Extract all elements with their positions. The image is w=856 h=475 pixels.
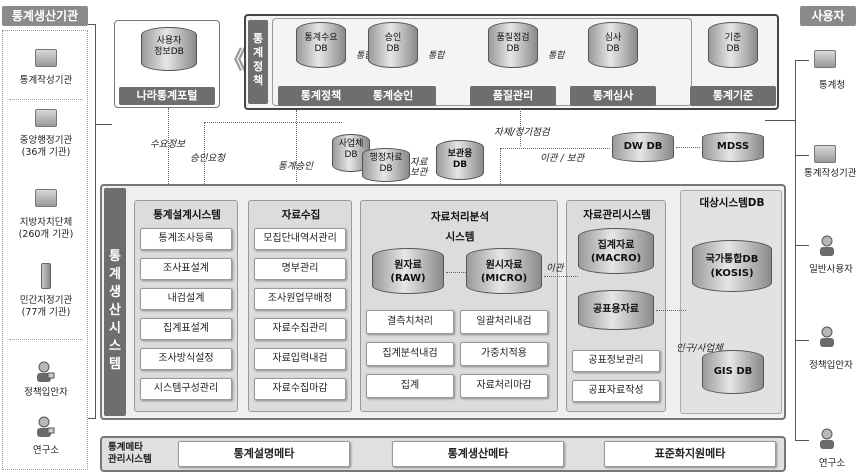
user-info-db: 사용자 정보DB xyxy=(141,27,197,71)
portal-title: 나라통계포털 xyxy=(119,87,215,105)
process-title: 자료처리분석 시스템 xyxy=(431,211,489,243)
building-icon xyxy=(35,189,57,207)
flow-micro-data: 인구/사업체 xyxy=(676,343,723,354)
collect-item[interactable]: 명부관리 xyxy=(254,258,346,280)
person-icon xyxy=(820,235,834,256)
meta-item[interactable]: 통계생산메타 xyxy=(392,441,564,467)
meta-item[interactable]: 통계설명메타 xyxy=(178,441,350,467)
person-icon xyxy=(820,428,834,449)
integration-label: 통합 xyxy=(548,51,565,61)
process-item[interactable]: 집계분석내검 xyxy=(366,342,454,366)
flow-approval: 통계승인 xyxy=(278,161,313,172)
gis-db: GIS DB xyxy=(702,350,764,394)
person-icon xyxy=(820,326,834,347)
design-item[interactable]: 통계조사등록 xyxy=(140,228,232,250)
flow-data-save: 자료 보관 xyxy=(410,157,428,178)
person-icon xyxy=(37,361,55,382)
flow-transfer-save: 이관 / 보관 xyxy=(540,153,585,164)
target-title: 대상시스템DB xyxy=(699,197,765,209)
manage-item[interactable]: 공표정보관리 xyxy=(572,350,660,372)
integration-label: 통합 xyxy=(356,51,373,61)
person-icon xyxy=(37,416,55,437)
system-title: 통계생산시스템 xyxy=(104,188,126,416)
flow-self-check: 자체/정기점검 xyxy=(494,127,550,138)
collect-item[interactable]: 모집단내역서관리 xyxy=(254,228,346,250)
module-db: 심사 DB xyxy=(588,22,638,68)
right-item-label: 연구소 xyxy=(818,458,846,469)
left-item-label: 연구소 xyxy=(32,445,60,456)
module-db: 품질점검 DB xyxy=(488,22,538,68)
integration-label: 통합 xyxy=(428,51,445,61)
archive-db: 보관용 DB xyxy=(436,140,484,180)
left-item-label: 정책입안자 xyxy=(24,387,68,398)
manage-item[interactable]: 공표자료작성 xyxy=(572,380,660,402)
portal-box: 사용자 정보DB 나라통계포털 xyxy=(114,20,220,108)
process-item[interactable]: 가중치적용 xyxy=(460,342,548,366)
left-header: 통계생산기관 xyxy=(2,6,88,26)
building-icon xyxy=(814,50,836,68)
design-item[interactable]: 집계표설계 xyxy=(140,318,232,340)
building-icon xyxy=(814,145,836,163)
collect-title: 자료수집 xyxy=(281,209,321,221)
process-item[interactable]: 자료처리마감 xyxy=(460,374,548,398)
flow-demand: 수요정보 xyxy=(150,139,185,150)
process-item[interactable]: 결측치처리 xyxy=(366,310,454,334)
macro-db: 집계자료 (MACRO) xyxy=(578,228,654,274)
module-title[interactable]: 통계승인 xyxy=(350,86,436,106)
design-item[interactable]: 조사방식설정 xyxy=(140,348,232,370)
policy-label: 통계 정책 xyxy=(248,20,268,104)
dw-db: DW DB xyxy=(612,132,674,162)
chevron-left-icon: 《 xyxy=(222,46,246,74)
right-item-label: 정책입안자 xyxy=(809,360,853,371)
raw-db: 원자료 (RAW) xyxy=(372,248,444,294)
left-item-label: 민간지정기관 (77개 기관) xyxy=(19,295,73,318)
right-item-label: 통계청 xyxy=(818,80,846,91)
module-db: 기준 DB xyxy=(708,22,758,68)
meta-item[interactable]: 표준화지원메타 xyxy=(604,441,776,467)
module-title[interactable]: 통계기준 xyxy=(690,86,776,106)
collect-item[interactable]: 자료수집마감 xyxy=(254,378,346,400)
right-item-label: 일반사용자 xyxy=(809,264,853,275)
kosis-db: 국가통합DB (KOSIS) xyxy=(692,240,772,292)
left-item-label: 통계작성기관 xyxy=(19,75,73,86)
micro-db: 원시자료 (MICRO) xyxy=(466,248,542,294)
module-title[interactable]: 통계정책 xyxy=(278,86,364,106)
meta-label: 통계메타 관리시스템 xyxy=(108,442,152,465)
tower-icon xyxy=(41,263,51,289)
left-column: 통계작성기관 중앙행정기관 (36개 기관) 지방자치단체 (260개 기관) … xyxy=(2,30,88,470)
left-item-label: 지방자치단체 (260개 기관) xyxy=(18,217,74,240)
manage-title: 자료관리시스템 xyxy=(583,209,651,221)
collect-item[interactable]: 자료수집관리 xyxy=(254,318,346,340)
collect-item[interactable]: 자료입력내검 xyxy=(254,348,346,370)
design-item[interactable]: 조사표설계 xyxy=(140,258,232,280)
module-title[interactable]: 품질관리 xyxy=(470,86,556,106)
right-item-label: 통계작성기관 xyxy=(804,168,856,179)
flow-transfer: 이관 xyxy=(546,263,564,274)
flow-approval-request: 승인요청 xyxy=(190,153,225,164)
public-db: 공표용자료 xyxy=(578,290,654,330)
process-item[interactable]: 일괄처리내검 xyxy=(460,310,548,334)
module-db: 승인 DB xyxy=(368,22,418,68)
collect-item[interactable]: 조사원업무배정 xyxy=(254,288,346,310)
process-item[interactable]: 집계 xyxy=(366,374,454,398)
design-item[interactable]: 내검설계 xyxy=(140,288,232,310)
building-icon xyxy=(35,109,57,127)
left-item-label: 중앙행정기관 (36개 기관) xyxy=(19,135,73,158)
design-item[interactable]: 시스템구성관리 xyxy=(140,378,232,400)
mdss-db: MDSS xyxy=(702,132,764,162)
building-icon xyxy=(35,49,57,67)
design-title: 통계설계시스템 xyxy=(153,209,221,221)
right-header: 사용자 xyxy=(800,6,856,26)
admin-db: 행정자료 DB xyxy=(362,148,410,182)
module-db: 통계수요 DB xyxy=(296,22,346,68)
module-title[interactable]: 통계심사 xyxy=(570,86,656,106)
